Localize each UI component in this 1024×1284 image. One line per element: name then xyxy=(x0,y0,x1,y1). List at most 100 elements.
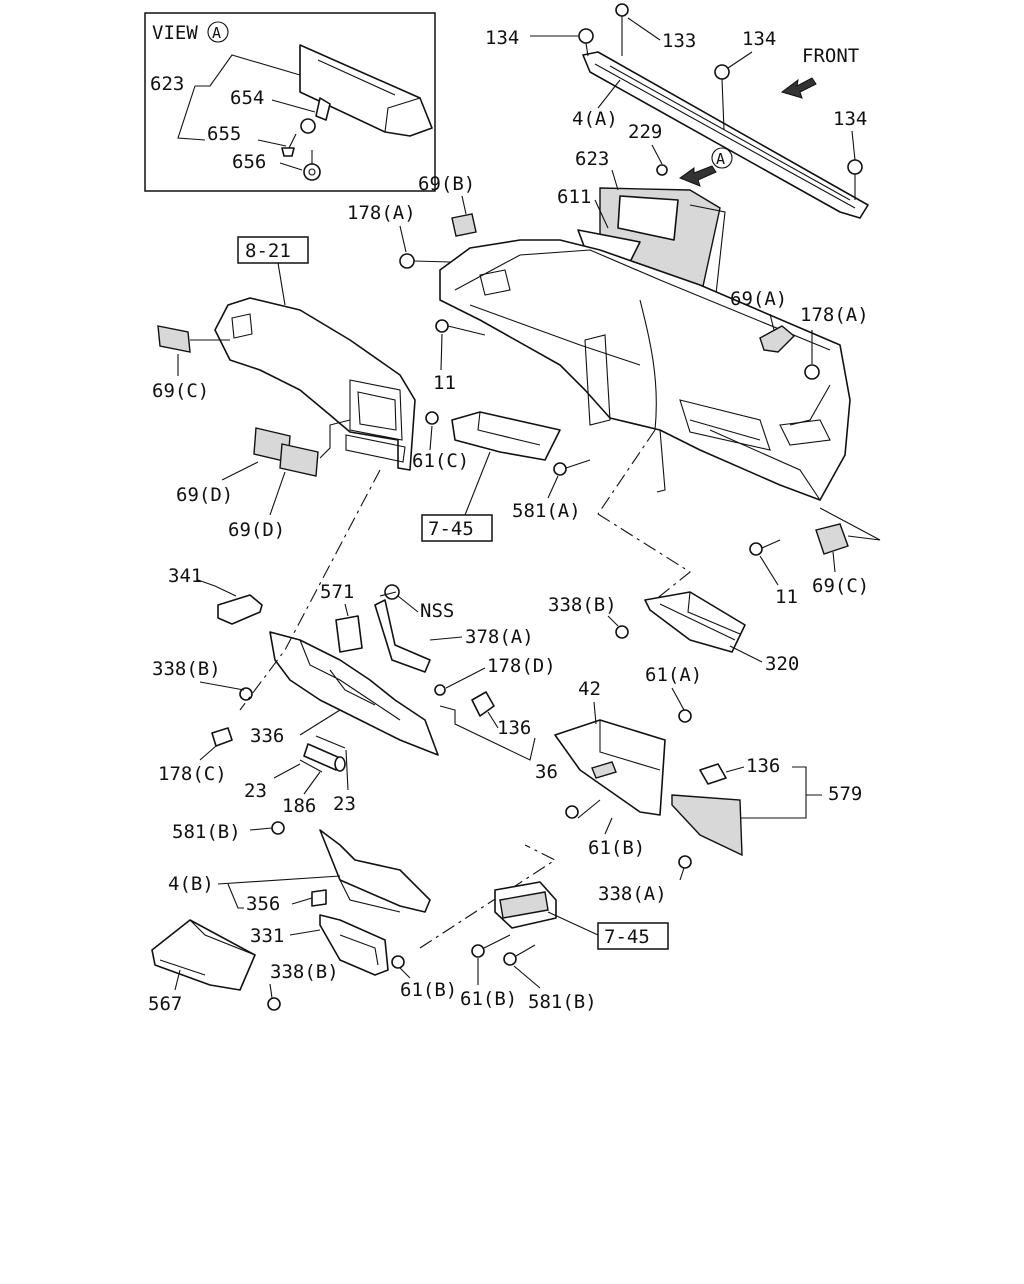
label-69a: 69(A) xyxy=(730,288,787,310)
label-178d: 178(D) xyxy=(487,655,556,677)
label-229: 229 xyxy=(628,121,662,143)
vent-69c-left xyxy=(157,325,191,353)
screw-61b-glovebox xyxy=(565,805,579,819)
instrument-panel xyxy=(439,239,851,501)
label-178a-left: 178(A) xyxy=(347,202,416,224)
ref-box-7-45-b xyxy=(597,922,669,950)
lower-cover-336 xyxy=(269,631,439,756)
glove-box-upper-320 xyxy=(644,591,746,653)
screw-133 xyxy=(615,3,629,17)
vent-69a xyxy=(759,325,796,353)
screw-61b-lower-left xyxy=(391,955,405,969)
clip-178d xyxy=(434,684,446,696)
label-656: 656 xyxy=(232,151,266,173)
bracket-378a xyxy=(374,599,431,673)
label-8-21: 8-21 xyxy=(245,240,291,262)
label-69d-1: 69(D) xyxy=(176,484,233,506)
nut-178a-left xyxy=(399,253,415,269)
screw-61c xyxy=(425,411,439,425)
nut-178a-right xyxy=(804,364,820,380)
nut-134-right xyxy=(847,159,863,175)
instrument-panel-group: 69(B) 178(A) 11 69(A) 178(A) 581(A) 11 6… xyxy=(347,173,881,608)
knee-panel-group: 581(B) 4(B) 356 331 567 338(B) 61(B) xyxy=(148,469,557,1015)
label-581a: 581(A) xyxy=(512,500,581,522)
label-4a: 4(A) xyxy=(572,108,618,130)
label-69d-2: 69(D) xyxy=(228,519,285,541)
label-186: 186 xyxy=(282,795,316,817)
label-581b-lower: 581(B) xyxy=(528,991,597,1013)
screw-61b-lower-right xyxy=(471,944,485,958)
bracket-571 xyxy=(335,615,363,653)
label-61b-lower-left: 61(B) xyxy=(400,979,457,1001)
label-178c: 178(C) xyxy=(158,763,227,785)
view-marker: A xyxy=(212,24,221,42)
center-unit-group: 61(C) 7-45 xyxy=(412,411,561,542)
label-4b: 4(B) xyxy=(168,873,214,895)
label-571: 571 xyxy=(320,581,354,603)
label-338a: 338(A) xyxy=(598,883,667,905)
label-136-center: 136 xyxy=(497,717,531,739)
label-69c-right: 69(C) xyxy=(812,575,869,597)
label-133: 133 xyxy=(662,30,696,52)
lower-unit-group: 7-45 61(B) 581(B) xyxy=(460,881,669,1013)
nut-134-left xyxy=(578,28,594,44)
label-331: 331 xyxy=(250,925,284,947)
screw-338a xyxy=(678,855,692,869)
view-label: VIEW xyxy=(152,22,198,44)
label-378a: 378(A) xyxy=(465,626,534,648)
screw-581b-lower xyxy=(503,952,517,966)
bolt-581a xyxy=(553,462,567,476)
front-label: FRONT xyxy=(802,45,859,67)
lower-panel-group: 341 571 NSS 378(A) 338(B) 178(D) 136 336… xyxy=(152,565,558,817)
label-581b-top: 581(B) xyxy=(172,821,241,843)
bolt-nss xyxy=(384,584,400,600)
label-61b-lower-right: 61(B) xyxy=(460,988,517,1010)
label-69b: 69(B) xyxy=(418,173,475,195)
label-611: 611 xyxy=(557,186,591,208)
label-61c: 61(C) xyxy=(412,450,469,472)
label-341: 341 xyxy=(168,565,202,587)
label-178a-right: 178(A) xyxy=(800,304,869,326)
cover-567 xyxy=(151,919,256,991)
bolt-11-upper xyxy=(435,319,449,333)
label-11-lower: 11 xyxy=(775,586,798,608)
bolt-11-lower xyxy=(749,542,763,556)
screw-581b-top xyxy=(271,821,285,835)
label-338b-lower: 338(B) xyxy=(270,961,339,983)
label-623: 623 xyxy=(575,148,609,170)
cluster-bezel xyxy=(214,297,416,471)
label-11-upper: 11 xyxy=(433,372,456,394)
label-338b-left: 338(B) xyxy=(152,658,221,680)
label-336: 336 xyxy=(250,725,284,747)
defroster-rail-group: 134 133 134 134 4(A) FRONT A xyxy=(485,3,869,219)
screw-61a xyxy=(678,709,692,723)
screw-338b-lower xyxy=(267,997,281,1011)
vent-69d-b xyxy=(279,443,319,477)
vent-69b xyxy=(451,213,477,237)
clip-136-right xyxy=(699,763,727,785)
label-654: 654 xyxy=(230,87,264,109)
label-36: 36 xyxy=(535,761,558,783)
screw-338b-left xyxy=(239,687,253,701)
screw-229 xyxy=(656,164,668,176)
view-a-inset: VIEW A 623 654 655 656 xyxy=(144,12,436,192)
cluster-bezel-group: 8-21 69(C) 69(D) 69(D) xyxy=(152,236,416,541)
clip-136-center xyxy=(471,691,495,717)
clip-178c xyxy=(211,727,233,747)
view-a-arrow-icon xyxy=(678,165,717,187)
label-nss: NSS xyxy=(420,600,454,622)
bracket-4b xyxy=(319,829,431,913)
trim-331 xyxy=(319,914,389,976)
label-134-right: 134 xyxy=(833,108,867,130)
label-7-45-b: 7-45 xyxy=(604,926,650,948)
ref-box-7-45-a xyxy=(421,514,493,542)
liner-579 xyxy=(671,794,743,857)
label-42: 42 xyxy=(578,678,601,700)
label-136-right: 136 xyxy=(746,755,780,777)
label-61b-glovebox: 61(B) xyxy=(588,837,645,859)
screw-338b-glovebox xyxy=(615,625,629,639)
glove-box-group: 338(B) 320 42 61(A) 61(B) 136 579 338(A) xyxy=(548,429,862,905)
label-69c-left: 69(C) xyxy=(152,380,209,402)
ref-box-8-21 xyxy=(237,236,309,264)
vent-69c-right xyxy=(815,523,849,555)
